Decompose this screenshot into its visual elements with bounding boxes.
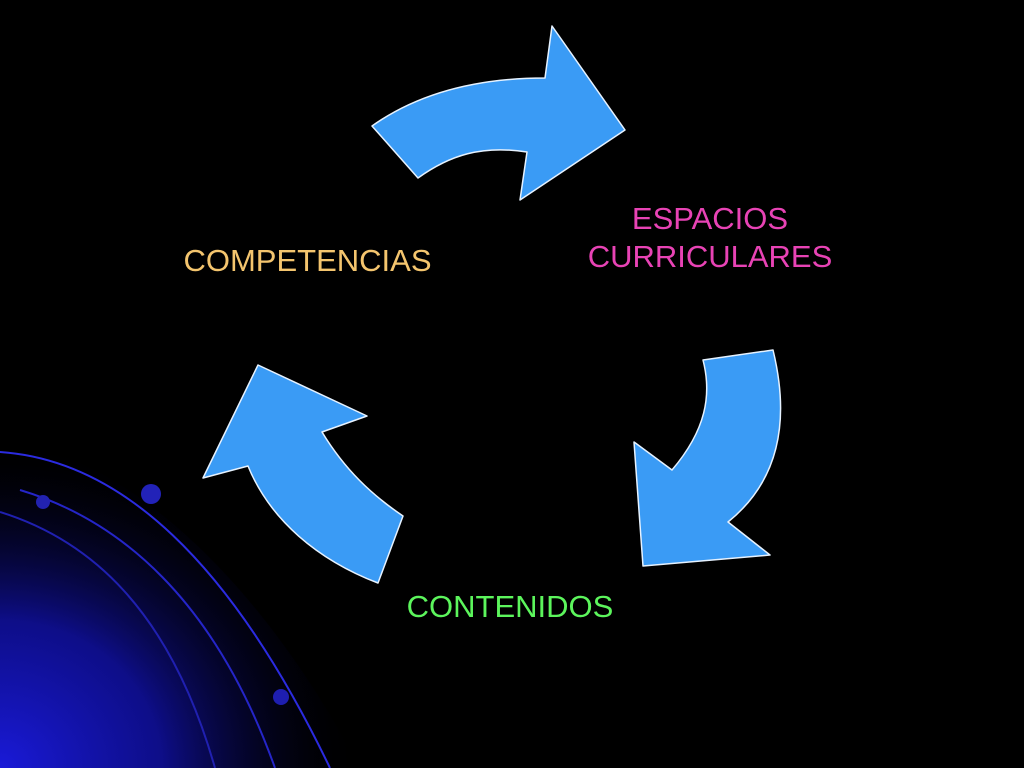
orbit-curve-outer: [0, 451, 331, 768]
node-espacios-line-2: CURRICULARES: [587, 239, 833, 274]
arrow-bottom-right-icon: [633, 349, 782, 567]
node-contenidos: CONTENIDOS: [380, 588, 640, 626]
node-competencias-text: COMPETENCIAS: [183, 243, 432, 278]
orbit-curve-middle: [19, 489, 276, 768]
orbit-dot-large: [141, 484, 161, 504]
arrow-top-right-icon: [371, 25, 626, 201]
orbit-dot-small: [36, 495, 50, 509]
node-competencias: COMPETENCIAS: [165, 242, 450, 280]
orbit-curve-inner: [0, 511, 216, 768]
orbit-dot-bottom: [273, 689, 289, 705]
node-contenidos-text: CONTENIDOS: [406, 589, 614, 624]
arrow-left-up-icon: [202, 364, 404, 584]
blue-glow-shape: [0, 440, 360, 768]
node-espacios-line-1: ESPACIOS: [631, 201, 789, 236]
node-espacios-curriculares: ESPACIOS CURRICULARES: [560, 200, 860, 276]
